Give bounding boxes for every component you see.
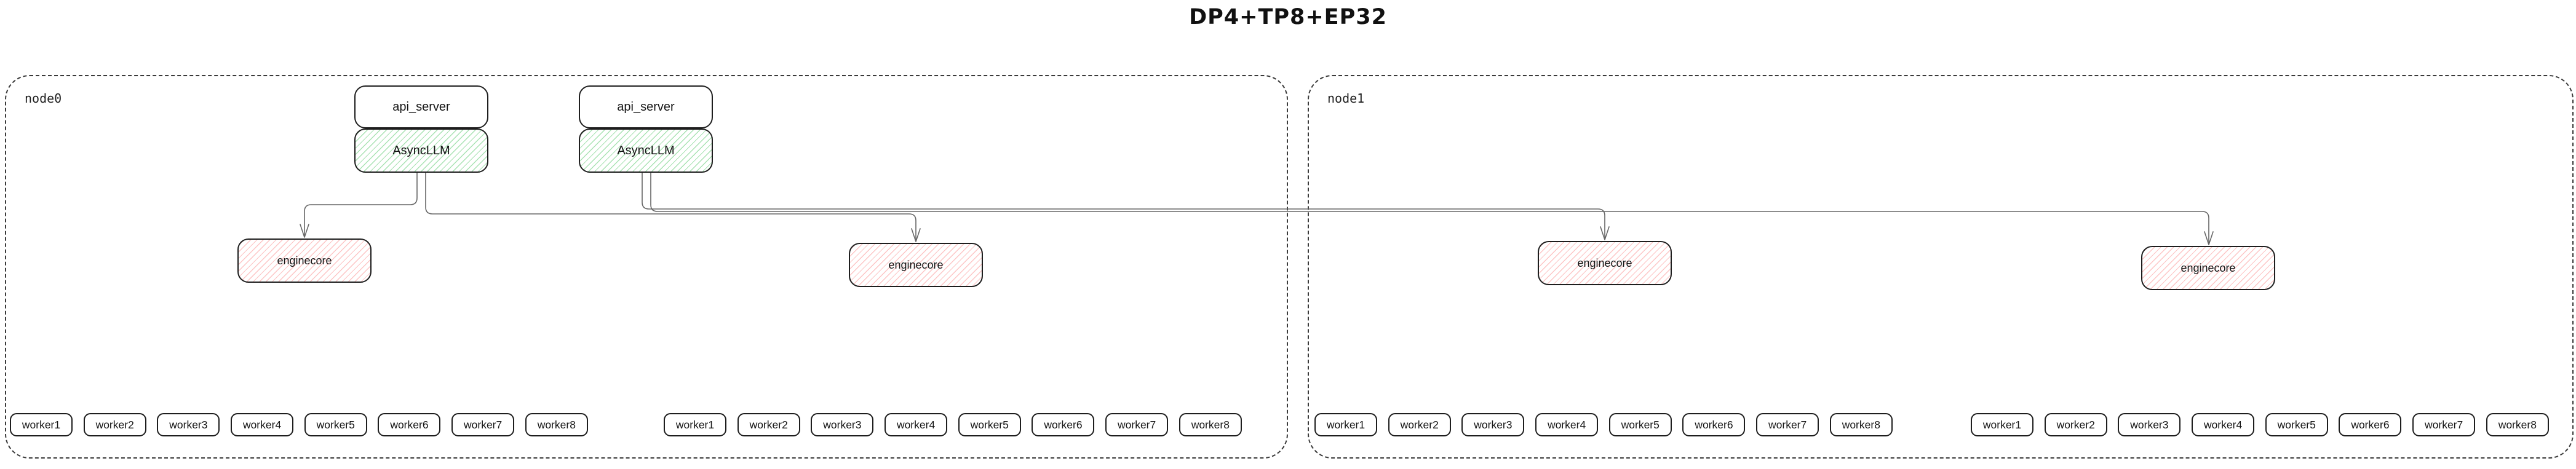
worker-box: worker6 <box>1682 413 1746 436</box>
worker-group-2: worker1 worker2 worker3 worker4 worker5 … <box>664 413 1242 436</box>
worker-box: worker3 <box>2118 413 2181 436</box>
worker-box: worker8 <box>525 413 588 436</box>
worker-box: worker4 <box>885 413 948 436</box>
worker-box: worker2 <box>83 413 146 436</box>
worker-group-4: worker1 worker2 worker3 worker4 worker5 … <box>1971 413 2549 436</box>
worker-box: worker3 <box>1461 413 1525 436</box>
worker-box: worker2 <box>1388 413 1451 436</box>
worker-box: worker2 <box>737 413 800 436</box>
asyncllm-box-1: AsyncLLM <box>354 128 488 173</box>
worker-box: worker4 <box>1535 413 1599 436</box>
node0-label: node0 <box>25 91 62 106</box>
worker-box: worker1 <box>1314 413 1377 436</box>
worker-box: worker3 <box>811 413 874 436</box>
worker-box: worker5 <box>2265 413 2328 436</box>
worker-box: worker8 <box>1829 413 1893 436</box>
worker-box: worker2 <box>2044 413 2107 436</box>
worker-box: worker1 <box>1971 413 2033 436</box>
worker-box: worker3 <box>157 413 220 436</box>
worker-box: worker4 <box>231 413 294 436</box>
enginecore-box-3: enginecore <box>1538 241 1672 285</box>
diagram-title: DP4+TP8+EP32 <box>1189 5 1387 30</box>
worker-box: worker5 <box>304 413 367 436</box>
worker-box: worker7 <box>1756 413 1819 436</box>
node1-container: node1 <box>1308 75 2574 459</box>
worker-box: worker6 <box>378 413 441 436</box>
worker-box: worker7 <box>2412 413 2476 436</box>
worker-box: worker1 <box>664 413 726 436</box>
api-server-box-2: api_server <box>579 85 713 128</box>
worker-box: worker8 <box>2486 413 2549 436</box>
enginecore-box-4: enginecore <box>2141 246 2275 290</box>
worker-box: worker7 <box>451 413 515 436</box>
worker-box: worker1 <box>10 413 73 436</box>
enginecore-box-2: enginecore <box>849 243 983 287</box>
worker-box: worker6 <box>1032 413 1095 436</box>
asyncllm-box-2: AsyncLLM <box>579 128 713 173</box>
worker-group-1: worker1 worker2 worker3 worker4 worker5 … <box>10 413 588 436</box>
node0-container: node0 <box>5 75 1288 459</box>
worker-group-3: worker1 worker2 worker3 worker4 worker5 … <box>1314 413 1893 436</box>
worker-box: worker8 <box>1179 413 1242 436</box>
enginecore-box-1: enginecore <box>237 238 372 283</box>
worker-box: worker5 <box>958 413 1021 436</box>
api-server-box-1: api_server <box>354 85 488 128</box>
worker-box: worker7 <box>1105 413 1169 436</box>
worker-box: worker6 <box>2339 413 2402 436</box>
worker-box: worker4 <box>2192 413 2255 436</box>
worker-box: worker5 <box>1608 413 1672 436</box>
node1-label: node1 <box>1327 91 1365 106</box>
